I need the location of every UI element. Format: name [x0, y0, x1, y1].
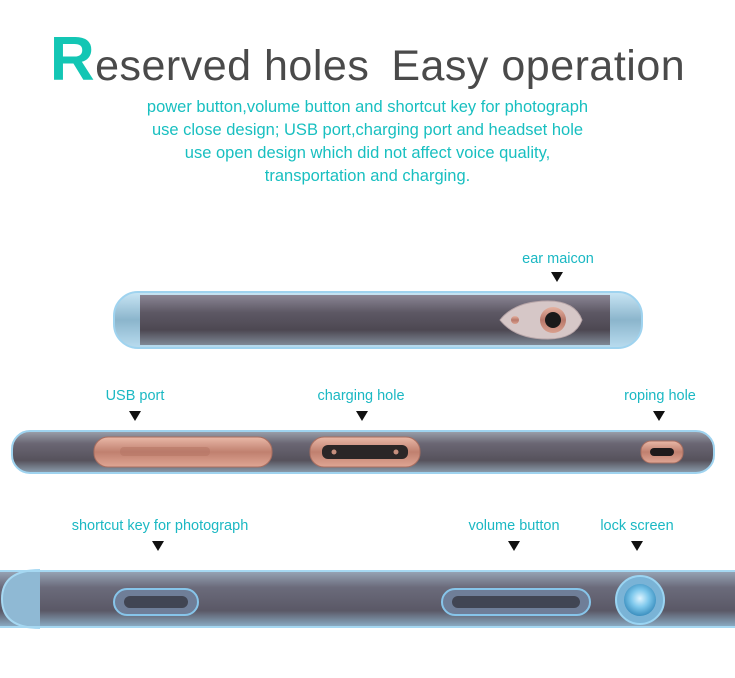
arrow-down-icon [551, 272, 563, 282]
arrow-down-icon [152, 541, 164, 551]
label-volume-button: volume button [468, 518, 560, 534]
mic-hole [511, 316, 519, 324]
phone-side-edge [11, 430, 715, 474]
title-part2: Easy operation [391, 42, 686, 90]
description-line: use close design; USB port,charging port… [151, 121, 584, 139]
arrow-down-icon [631, 541, 643, 551]
phone-button-edge [0, 569, 735, 629]
label-charging-hole: charging hole [317, 388, 405, 404]
phone-top-edge [113, 291, 643, 349]
roping-hole [650, 448, 674, 456]
arrow-down-icon [129, 411, 141, 421]
arrow-down-icon [653, 411, 665, 421]
description-line: use open design which did not affect voi… [184, 144, 551, 162]
description-line: transportation and charging. [264, 167, 471, 185]
title-initial: R [49, 25, 96, 94]
arrow-down-icon [508, 541, 520, 551]
label-shortcut-key: shortcut key for photograph [71, 518, 249, 534]
description: power button,volume button and shortcut … [0, 96, 735, 188]
title-part1: eserved holes [95, 42, 370, 90]
ear-jack-hole [545, 312, 561, 328]
charging-port [322, 445, 408, 459]
arrow-down-icon [356, 411, 368, 421]
lock-screen-button [624, 584, 656, 616]
page-title: Reserved holes Easy operation [0, 24, 735, 95]
label-ear-maicon: ear maicon [522, 251, 594, 267]
label-usb-port: USB port [105, 388, 165, 404]
label-lock-screen: lock screen [600, 518, 674, 534]
description-line: power button,volume button and shortcut … [146, 98, 589, 116]
label-roping-hole: roping hole [624, 388, 696, 404]
